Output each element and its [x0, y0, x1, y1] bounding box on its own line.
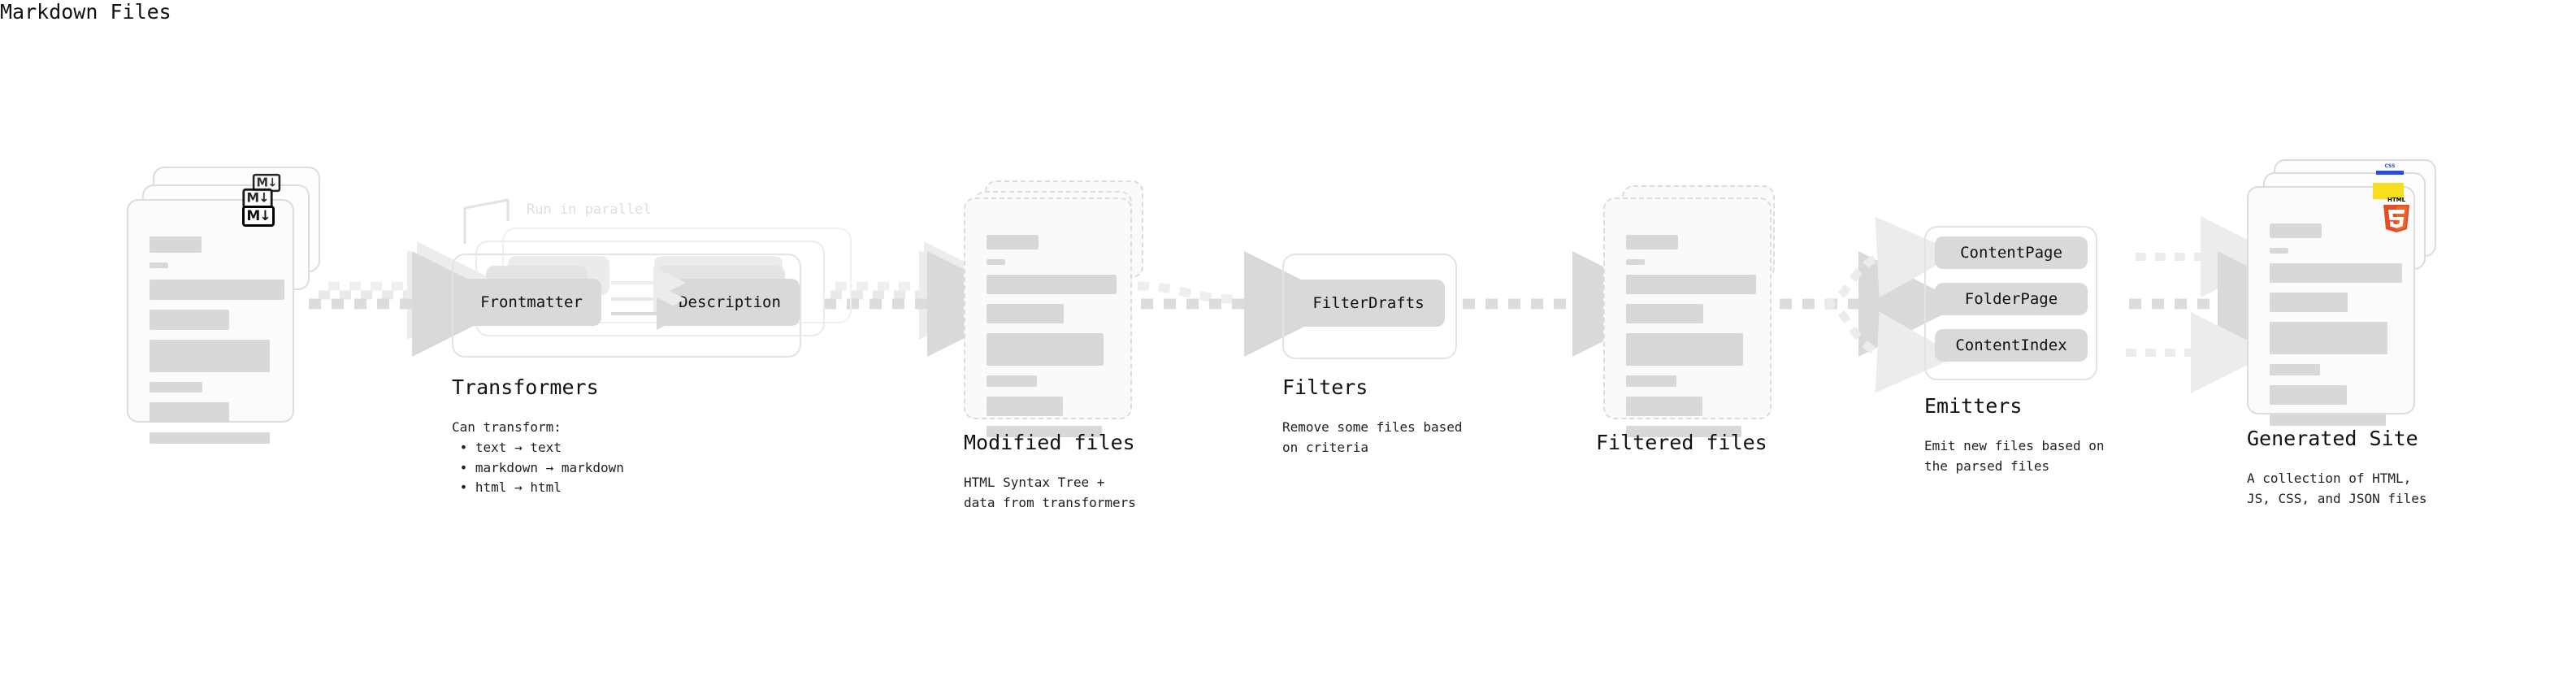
- filters-title: Filters: [1282, 375, 1368, 399]
- generated-doc-bars: [2270, 223, 2402, 436]
- arrow-filtered-to-emitters: [1780, 216, 1964, 393]
- js-icon: [2373, 183, 2404, 199]
- emitters-title: Emitters: [1924, 394, 2023, 418]
- arrow-markdown-to-transformers: [309, 241, 518, 357]
- generated-site-title: Generated Site: [2247, 427, 2418, 450]
- transformer-inner-arrows: [611, 267, 689, 330]
- arrow-emitters-to-site: [2126, 216, 2323, 393]
- filtered-files-title: Filtered files: [1596, 431, 1767, 454]
- emitters-chip-contentpage[interactable]: ContentPage: [1935, 236, 2088, 269]
- filters-chip-filterdrafts[interactable]: FilterDrafts: [1292, 280, 1445, 327]
- html5-icon: HTML: [2383, 197, 2409, 232]
- transformer-chip-description[interactable]: Description: [660, 279, 800, 326]
- arrow-modified-to-filters: [1137, 251, 1350, 357]
- emitters-group-box: [1924, 226, 2097, 380]
- modified-files-title: Modified files: [964, 431, 1135, 454]
- modified-files-subtitle: HTML Syntax Tree + data from transformer…: [964, 475, 1136, 510]
- transformers-title: Transformers: [452, 375, 599, 399]
- transformer-group-front: [452, 254, 801, 358]
- markdown-doc-bars: [150, 236, 284, 453]
- markdown-doc-front: [127, 199, 294, 444]
- filtered-doc-bars: [1626, 235, 1756, 447]
- run-in-parallel-bracket: [463, 198, 510, 244]
- filters-group-box: [1282, 254, 1457, 359]
- transformers-subtitle: Can transform: • text → text • markdown …: [452, 419, 624, 496]
- modified-doc-bars: [987, 235, 1117, 447]
- emitters-chip-contentindex[interactable]: ContentIndex: [1935, 329, 2088, 362]
- markdown-icon-front: M↓: [242, 206, 275, 227]
- css-icon: [2376, 163, 2404, 175]
- modified-doc-front: [964, 197, 1132, 437]
- emitters-subtitle: Emit new files based on the parsed files: [1924, 438, 2105, 474]
- run-in-parallel-label: Run in parallel: [527, 202, 652, 218]
- emitters-chip-folderpage[interactable]: FolderPage: [1935, 283, 2088, 315]
- filters-subtitle: Remove some files based on criteria: [1282, 419, 1463, 455]
- generated-site-subtitle: A collection of HTML, JS, CSS, and JSON …: [2247, 471, 2427, 506]
- stage-markdown-files: M↓ M↓ M↓ Markdown Files: [0, 0, 320, 444]
- filtered-doc-front: [1603, 197, 1772, 437]
- transformer-chip-frontmatter[interactable]: Frontmatter: [462, 279, 601, 326]
- markdown-files-title: Markdown Files: [0, 0, 171, 24]
- svg-text:HTML: HTML: [2387, 197, 2406, 203]
